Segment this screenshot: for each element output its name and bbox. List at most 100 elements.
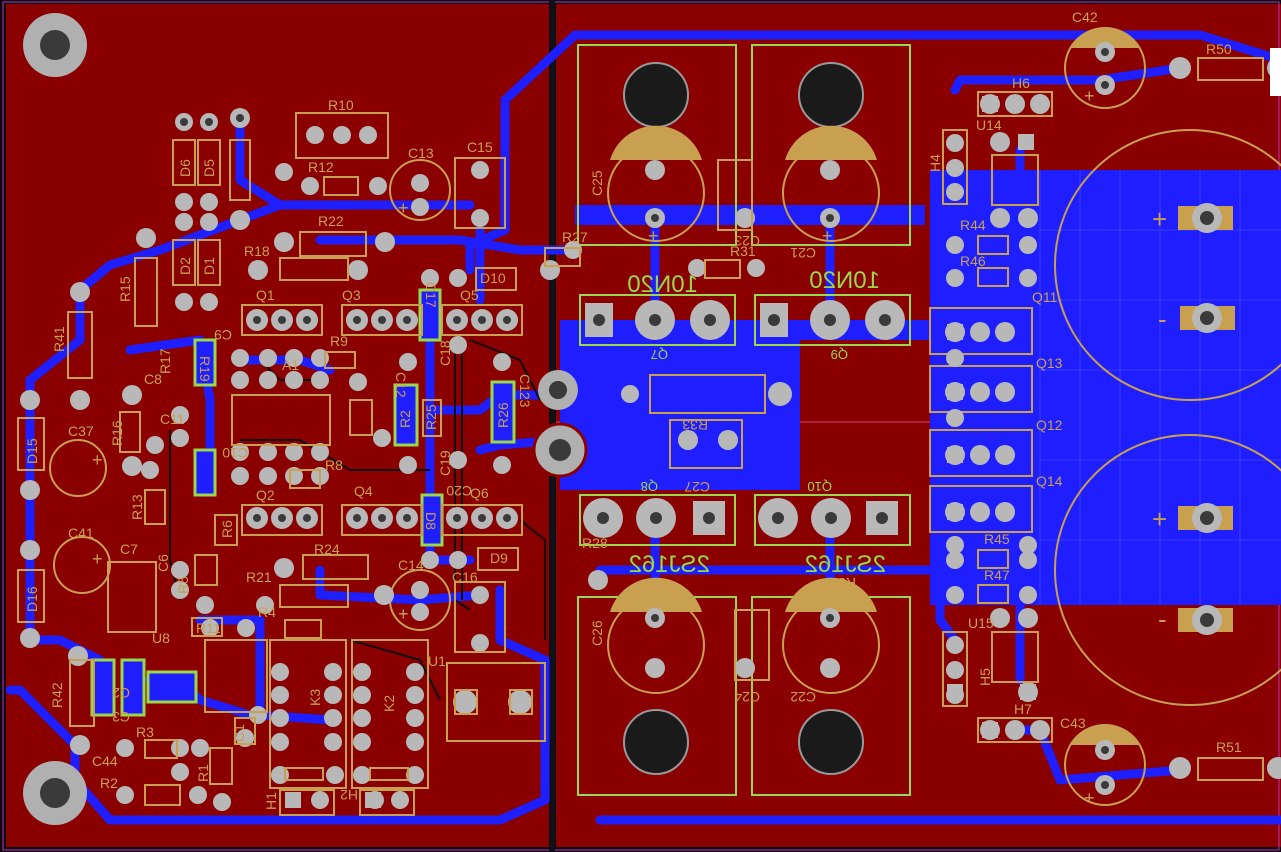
polarity-marks: + - + - xyxy=(1152,204,1167,634)
silkscreen-labels: R10 R12 D6 D5 D2 D1 C13 C15 R22 R18 R15 … xyxy=(24,9,1242,810)
label-c44: C44 xyxy=(92,753,118,769)
label-c26: C26 xyxy=(589,620,605,646)
label-u8: U8 xyxy=(152,630,170,646)
label-q4: Q4 xyxy=(354,483,373,499)
label-r6: R6 xyxy=(219,520,235,538)
label-c1: C1 xyxy=(231,724,247,742)
label-q1: Q1 xyxy=(256,287,275,303)
label-h7: H7 xyxy=(1014,701,1032,717)
transistor-ref-labels: Q7 Q9 Q8 Q10 xyxy=(641,347,848,494)
hatched-plane xyxy=(1039,170,1281,605)
plus-sign-c-upper: + xyxy=(1152,204,1167,234)
label-c42: C42 xyxy=(1072,9,1098,25)
silkscreen-outlines xyxy=(17,57,1264,816)
label-d16: D16 xyxy=(24,586,40,612)
label-r44: R44 xyxy=(960,217,986,233)
label-q3: Q3 xyxy=(342,287,361,303)
label-q5: Q5 xyxy=(460,287,479,303)
label-c20: C20 xyxy=(446,483,472,499)
minus-sign-c-upper: - xyxy=(1158,304,1167,334)
label-c21: C21 xyxy=(790,245,816,261)
label-d9: D9 xyxy=(490,550,508,566)
label-c19: C19 xyxy=(437,450,453,476)
label-r33: R33 xyxy=(682,417,708,433)
label-r2a: R2 xyxy=(397,410,413,428)
label-h1: H1 xyxy=(263,792,279,810)
label-r19: R19 xyxy=(197,356,213,382)
plus-sign-c43: + xyxy=(1084,788,1095,808)
label-c27: C27 xyxy=(684,479,710,495)
square-pads xyxy=(285,96,1036,808)
label-r31: R31 xyxy=(730,243,756,259)
label-h2: H2 xyxy=(340,787,358,803)
label-q11: Q11 xyxy=(1032,289,1058,305)
label-r28: R28 xyxy=(582,535,608,551)
label-c43: C43 xyxy=(1060,715,1086,731)
label-c24: C24 xyxy=(734,689,760,705)
small-polarity-marks: + + + + + + + + + + xyxy=(92,86,1095,808)
label-h4: H4 xyxy=(927,154,943,172)
label-c123: C123 xyxy=(517,374,533,408)
label-q10: Q10 xyxy=(807,479,832,494)
label-q9: Q9 xyxy=(831,347,848,362)
label-r27: R27 xyxy=(562,229,588,245)
label-h6: H6 xyxy=(1012,75,1030,91)
label-u1: U1 xyxy=(428,653,446,669)
plus-sign-c26: + xyxy=(648,592,659,612)
label-c12: C12 xyxy=(393,372,409,398)
plus-sign-c25: + xyxy=(648,226,659,246)
label-c10: C10 xyxy=(222,445,248,461)
minus-sign-c-lower: - xyxy=(1158,604,1167,634)
label-r13: R13 xyxy=(129,494,145,520)
label-c3: C3 xyxy=(112,709,130,725)
label-q7: Q7 xyxy=(651,347,668,362)
label-r18: R18 xyxy=(244,243,270,259)
plus-sign-c21: + xyxy=(822,226,833,246)
label-a1: A1 xyxy=(282,357,299,373)
plus-sign-c37: + xyxy=(92,450,103,470)
label-part-10n20-left: 10N20 xyxy=(627,271,698,298)
label-c16: C16 xyxy=(452,569,478,585)
label-c6: C6 xyxy=(155,554,171,572)
label-r22: R22 xyxy=(318,213,344,229)
label-r8: R8 xyxy=(325,457,343,473)
label-c25: C25 xyxy=(589,170,605,196)
label-q8: Q8 xyxy=(641,479,658,494)
mounting-holes xyxy=(23,13,588,825)
label-r46: R46 xyxy=(960,253,986,269)
plus-sign-c22: + xyxy=(822,592,833,612)
label-r21: R21 xyxy=(246,569,272,585)
label-c23: C23 xyxy=(734,233,760,249)
label-c8: C8 xyxy=(144,371,162,387)
label-r11: R11 xyxy=(196,620,221,636)
smd-parts xyxy=(90,288,516,717)
label-r51: R51 xyxy=(1216,739,1242,755)
label-c2: C2 xyxy=(112,685,130,701)
plus-sign-c14: + xyxy=(398,604,409,624)
label-r24: R24 xyxy=(314,541,340,557)
label-c37: C37 xyxy=(68,423,94,439)
label-r1: R1 xyxy=(195,764,211,782)
label-d2: D2 xyxy=(177,257,193,275)
label-k3: K3 xyxy=(307,689,323,706)
label-part-2sj162-right: 2SJ162 xyxy=(805,551,886,578)
label-c14: C14 xyxy=(398,557,424,573)
label-r15: R15 xyxy=(117,276,133,302)
label-k2: K2 xyxy=(381,695,397,712)
label-r12: R12 xyxy=(308,159,334,175)
label-c7: C7 xyxy=(120,541,138,557)
label-d6: D6 xyxy=(177,159,193,177)
label-d8: D8 xyxy=(423,512,439,530)
label-d5: D5 xyxy=(201,159,217,177)
label-r32: R32 xyxy=(830,575,856,591)
label-c41: C41 xyxy=(68,525,94,541)
label-q2: Q2 xyxy=(256,487,275,503)
label-part-10n20-right: 10N20 xyxy=(809,267,880,294)
label-d15: D15 xyxy=(24,438,40,464)
label-r17: R17 xyxy=(157,348,173,374)
bulk-capacitor-pads xyxy=(1178,203,1235,635)
label-u14: U14 xyxy=(976,117,1002,133)
label-r45: R45 xyxy=(984,531,1010,547)
label-c17: C17 xyxy=(423,282,439,308)
